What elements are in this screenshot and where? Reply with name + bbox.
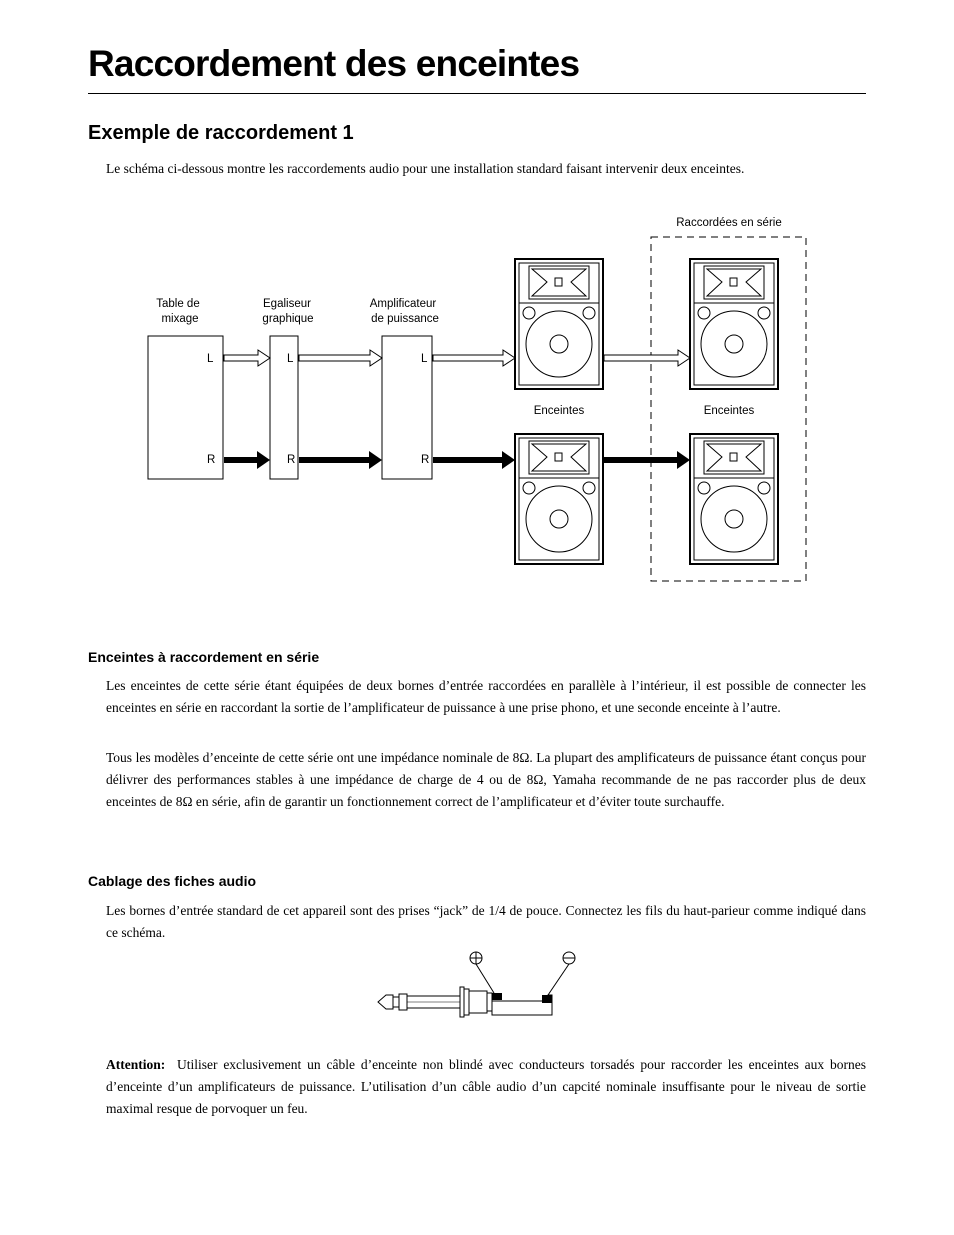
eq-label-line2: graphique (262, 313, 313, 325)
mixer-label-line2: mixage (161, 313, 198, 325)
attention-label: Attention: (106, 1057, 166, 1072)
amplifier-box (381, 335, 433, 480)
amp-label-line1: Amplificateur (370, 298, 437, 310)
jack-plug-diagram (377, 951, 576, 1018)
eq-left-channel: L (287, 353, 294, 365)
speaker-right-1 (514, 433, 604, 565)
connection-diagram: Raccordées en série Table de mixage Egal… (147, 217, 807, 582)
section-heading: Exemple de raccordement 1 (88, 122, 354, 144)
mixer-left-channel: L (207, 353, 214, 365)
right-signal-arrows (224, 451, 690, 469)
mixer-box (147, 335, 224, 480)
amp-right-channel: R (421, 454, 429, 466)
series-section-heading: Enceintes à raccordement en série (88, 649, 320, 665)
mixer-label-line1: Table de (156, 298, 199, 310)
series-paragraph-1: Les enceintes de cette série étant équip… (106, 678, 866, 715)
series-label: Raccordées en série (676, 217, 781, 229)
cabling-section-heading: Cablage des fiches audio (88, 873, 257, 889)
cabling-paragraph: Les bornes d’entrée standard de cet appa… (106, 903, 866, 940)
eq-right-channel: R (287, 454, 295, 466)
page-title: Raccordement des enceintes (88, 43, 580, 84)
plus-symbol-icon (469, 951, 483, 965)
series-paragraph-2: Tous les modèles d’enceinte de cette sér… (106, 750, 866, 809)
eq-label-line1: Egaliseur (263, 298, 311, 310)
equalizer-box (269, 335, 299, 480)
left-signal-arrows (223, 349, 691, 367)
amp-label-line2: de puissance (371, 313, 439, 325)
speaker-right-2 (689, 433, 779, 565)
series-group-box (650, 236, 807, 582)
minus-symbol-icon (562, 951, 576, 965)
amp-left-channel: L (421, 353, 428, 365)
speaker-left-1 (514, 258, 604, 390)
mixer-right-channel: R (207, 454, 215, 466)
attention-text: Utiliser exclusivement un câble d’encein… (106, 1057, 867, 1116)
title-divider (88, 93, 866, 94)
speaker-left-2 (689, 258, 779, 390)
attention-paragraph: Attention: Utiliser exclusivement un câb… (106, 1054, 866, 1120)
speakers-label-2: Enceintes (704, 405, 755, 417)
speakers-label-1: Enceintes (534, 405, 585, 417)
intro-paragraph: Le schéma ci-dessous montre les raccorde… (106, 161, 745, 176)
